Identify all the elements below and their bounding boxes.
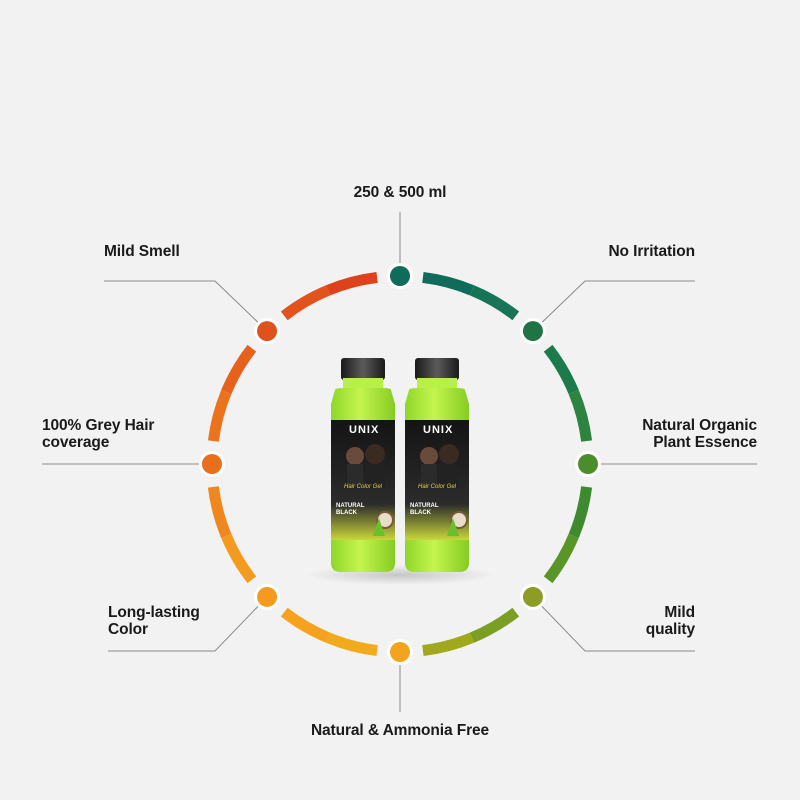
ring-segment bbox=[280, 285, 331, 321]
node-ammonia-free bbox=[390, 642, 410, 662]
ring-segment bbox=[543, 344, 579, 395]
ring-segment bbox=[543, 533, 579, 584]
feature-mild-quality-label: Mild quality bbox=[645, 604, 695, 638]
product-bottles bbox=[305, 358, 495, 585]
connector-line bbox=[532, 280, 695, 332]
feature-ammonia-free-label: Natural & Ammonia Free bbox=[310, 722, 490, 739]
ring-segment bbox=[325, 271, 378, 296]
bottle-right-brand: UNIX bbox=[423, 424, 454, 436]
ring-segment bbox=[325, 632, 378, 657]
bottle-left-brand: UNIX bbox=[349, 424, 380, 436]
feature-grey-coverage-label: 100% Grey Hair coverage bbox=[42, 417, 155, 451]
connector-lines bbox=[42, 212, 757, 712]
ring-nodes bbox=[199, 263, 601, 665]
node-size bbox=[390, 266, 410, 286]
node-mild-quality bbox=[522, 586, 543, 607]
ring-segment bbox=[469, 607, 520, 643]
bottle-left bbox=[331, 358, 395, 572]
node-long-lasting bbox=[257, 586, 278, 607]
connector-line bbox=[104, 280, 268, 332]
ring-segment bbox=[221, 344, 257, 395]
feature-size-label: 250 & 500 ml bbox=[353, 184, 447, 201]
ring-segment bbox=[207, 389, 232, 442]
feature-long-lasting-label: Long-lasting Color bbox=[108, 604, 200, 638]
feature-mild-smell-label: Mild Smell bbox=[104, 243, 180, 260]
ring-segment bbox=[469, 285, 520, 321]
ring-segment bbox=[221, 533, 257, 584]
bottle-right-product-line: Hair Color Gel bbox=[418, 484, 457, 490]
ring-segment bbox=[207, 486, 232, 539]
node-mild-smell bbox=[257, 321, 278, 342]
connector-line bbox=[108, 596, 268, 652]
node-plant-essence bbox=[578, 454, 598, 474]
ring-segments bbox=[207, 271, 593, 657]
connector-line bbox=[532, 596, 695, 652]
feature-no-irritation-label: No Irritation bbox=[608, 243, 695, 260]
ring-segment bbox=[422, 271, 475, 296]
ring-segment bbox=[280, 607, 331, 643]
bottle-right-shade: NATURAL BLACK bbox=[410, 503, 439, 516]
node-no-irritation bbox=[522, 321, 543, 342]
bottle-right bbox=[405, 358, 469, 572]
ring-segment bbox=[568, 389, 593, 442]
bottle-left-product-line: Hair Color Gel bbox=[344, 484, 383, 490]
ring-segment bbox=[422, 632, 475, 657]
ring-segment bbox=[568, 486, 593, 539]
bottle-left-shade: NATURAL BLACK bbox=[336, 503, 365, 516]
node-grey-coverage bbox=[202, 454, 222, 474]
feature-plant-essence-label: Natural Organic Plant Essence bbox=[642, 417, 757, 451]
